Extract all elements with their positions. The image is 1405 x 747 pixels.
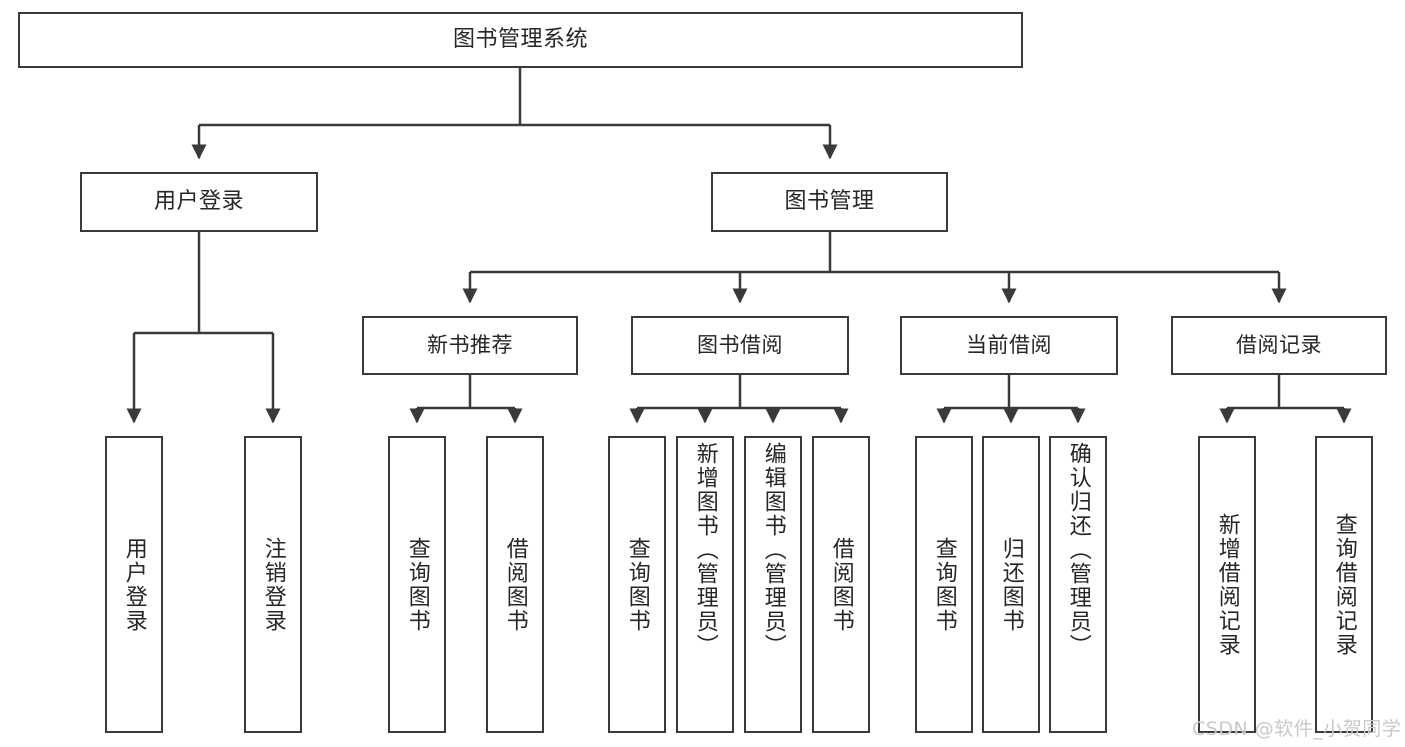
node-leaf-add-record[interactable]: 新增借阅记录 <box>1198 436 1256 733</box>
node-leaf-edit-book[interactable]: 编辑图书（管理员） <box>744 436 802 733</box>
node-leaf-borrow-book-label: 借阅图书 <box>828 536 854 633</box>
node-book-manage-label: 图书管理 <box>784 188 875 214</box>
node-book-manage[interactable]: 图书管理 <box>711 172 948 232</box>
node-leaf-user-login-label: 用户登录 <box>121 536 147 633</box>
node-leaf-borrow-book-rec[interactable]: 借阅图书 <box>486 436 544 733</box>
node-leaf-query-book-current[interactable]: 查询图书 <box>915 436 973 733</box>
node-leaf-query-record[interactable]: 查询借阅记录 <box>1315 436 1373 733</box>
node-leaf-query-book-borrow[interactable]: 查询图书 <box>608 436 666 733</box>
node-user-login-label: 用户登录 <box>153 188 244 214</box>
node-leaf-add-record-label: 新增借阅记录 <box>1214 512 1240 657</box>
node-leaf-query-record-label: 查询借阅记录 <box>1331 512 1357 657</box>
node-root[interactable]: 图书管理系统 <box>18 12 1023 68</box>
node-current-borrow[interactable]: 当前借阅 <box>900 316 1118 375</box>
node-borrow-record[interactable]: 借阅记录 <box>1171 316 1387 375</box>
node-leaf-query-book-rec[interactable]: 查询图书 <box>388 436 446 733</box>
node-leaf-query-book-rec-label: 查询图书 <box>404 536 430 633</box>
node-borrow-record-label: 借阅记录 <box>1236 332 1322 357</box>
node-leaf-confirm-return[interactable]: 确认归还（管理员） <box>1049 436 1107 733</box>
node-leaf-return-book[interactable]: 归还图书 <box>982 436 1040 733</box>
node-book-borrow-label: 图书借阅 <box>697 332 783 357</box>
node-new-book-rec[interactable]: 新书推荐 <box>362 316 578 375</box>
node-leaf-query-book-current-label: 查询图书 <box>931 536 957 633</box>
node-leaf-user-logout[interactable]: 注销登录 <box>244 436 302 733</box>
node-new-book-rec-label: 新书推荐 <box>427 332 513 357</box>
node-leaf-query-book-borrow-label: 查询图书 <box>624 536 650 633</box>
node-leaf-edit-book-label: 编辑图书（管理员） <box>760 442 786 658</box>
node-current-borrow-label: 当前借阅 <box>966 332 1052 357</box>
node-leaf-user-login[interactable]: 用户登录 <box>105 436 163 733</box>
node-book-borrow[interactable]: 图书借阅 <box>631 316 849 375</box>
watermark-csdn: CSDN @软件_小贺同学 <box>1192 718 1402 740</box>
node-user-login[interactable]: 用户登录 <box>80 172 318 232</box>
node-leaf-user-logout-label: 注销登录 <box>260 536 286 633</box>
node-leaf-confirm-return-label: 确认归还（管理员） <box>1065 442 1091 658</box>
node-leaf-return-book-label: 归还图书 <box>998 536 1024 633</box>
node-root-label: 图书管理系统 <box>452 26 588 52</box>
node-leaf-borrow-book[interactable]: 借阅图书 <box>812 436 870 733</box>
node-leaf-add-book-label: 新增图书（管理员） <box>692 442 718 658</box>
node-leaf-add-book[interactable]: 新增图书（管理员） <box>676 436 734 733</box>
node-leaf-borrow-book-rec-label: 借阅图书 <box>502 536 528 633</box>
